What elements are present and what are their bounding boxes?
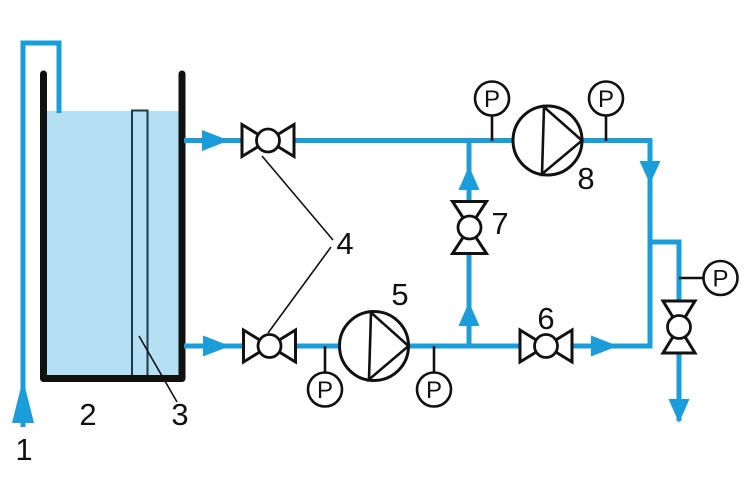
leader-line-3 (138, 335, 178, 403)
label-inlet: 1 (15, 432, 32, 467)
pressure-gauge-bottom-right: P (415, 346, 453, 408)
gauge-letter: P (484, 86, 500, 113)
drain-valve-icon (660, 299, 698, 355)
gauge-letter: P (426, 377, 442, 404)
pump-5-icon (338, 309, 411, 383)
riser-down-flow-arrow-icon (639, 161, 661, 184)
label-valve-7: 7 (491, 206, 508, 241)
tank-walls (40, 70, 186, 382)
drain-branch-pipe (650, 239, 682, 421)
gauge-letter: P (598, 86, 614, 113)
bottom-line-flow-arrow-icon (203, 335, 230, 357)
inlet-flow-arrow-icon (12, 379, 34, 423)
valve-7-icon (449, 200, 490, 255)
valve-6-icon (518, 327, 574, 365)
leader-line-4-upper (261, 155, 334, 241)
after-valve6-flow-arrow-icon (591, 335, 618, 357)
gauge-dial (587, 80, 625, 117)
label-valve-6: 6 (537, 301, 554, 336)
label-tank: 2 (79, 397, 96, 432)
gauge-dial (306, 371, 344, 408)
pressure-gauge-top-left: P (473, 80, 511, 141)
label-pump-8: 8 (577, 161, 594, 196)
label-pump-5: 5 (391, 277, 408, 312)
pump-8-icon (511, 104, 584, 177)
tank (46, 109, 179, 375)
pressure-gauge-drain: P (679, 259, 739, 297)
pressure-gauge-top-right: P (587, 80, 625, 141)
drain-flow-arrow-icon (668, 399, 690, 423)
gauge-letter: P (317, 377, 333, 404)
gauge-letter: P (712, 266, 728, 293)
inlet-pipe (20, 40, 62, 427)
crossover-lower-flow-arrow-icon (458, 302, 480, 326)
top-line-flow-arrow-icon (202, 130, 229, 151)
tank-inner-tube (131, 109, 149, 375)
valve-bottom-icon (242, 327, 297, 365)
valve-top-icon (240, 121, 296, 160)
label-valves-4: 4 (336, 226, 353, 261)
leader-line-4-lower (267, 246, 332, 334)
tank-liquid (46, 111, 179, 375)
pressure-gauge-bottom-left: P (306, 346, 344, 408)
crossover-upper-flow-arrow-icon (458, 166, 480, 190)
gauge-dial (415, 371, 453, 408)
label-tube: 3 (171, 397, 188, 432)
gauge-dial (473, 80, 511, 117)
gauge-dial (702, 259, 739, 297)
